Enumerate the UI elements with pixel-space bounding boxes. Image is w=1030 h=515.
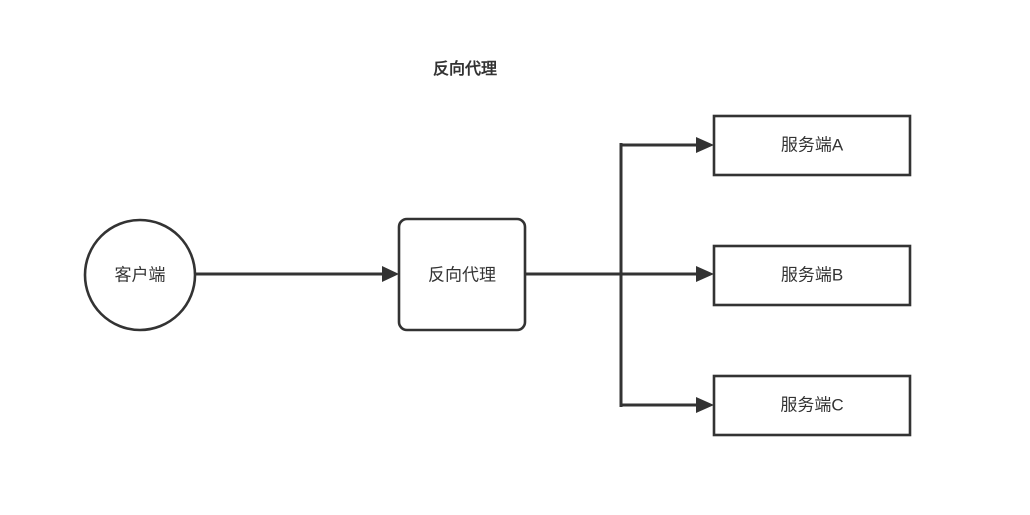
node-client[interactable]: 客户端 [83, 218, 197, 332]
arrow-head-icon-server-b [696, 266, 714, 282]
node-server-a[interactable]: 服务端A [712, 114, 912, 177]
node-server-b-shape[interactable] [712, 244, 912, 307]
edge-proxy-trunk [524, 143, 623, 407]
edge-proxy-to-server-c [620, 397, 714, 413]
node-client-shape[interactable] [83, 218, 197, 332]
node-reverse-proxy-label: 反向代理 [428, 265, 496, 284]
arrow-head-icon-server-a [696, 137, 714, 153]
node-reverse-proxy-shape[interactable] [397, 217, 527, 332]
node-server-b[interactable]: 服务端B [712, 244, 912, 307]
edge-proxy-to-server-a [620, 137, 714, 153]
node-server-c-shape[interactable] [712, 374, 912, 437]
node-server-a-label: 服务端A [781, 135, 844, 154]
node-server-b-label: 服务端B [781, 265, 843, 284]
edge-proxy-to-server-b [620, 266, 714, 282]
arrow-head-icon-server-c [696, 397, 714, 413]
node-server-c[interactable]: 服务端C [712, 374, 912, 437]
diagram-title: 反向代理 [433, 59, 497, 78]
node-server-c-label: 服务端C [780, 395, 843, 414]
arrow-head-icon-client-proxy [382, 266, 399, 282]
edge-client-to-proxy [196, 266, 399, 282]
node-reverse-proxy[interactable]: 反向代理 [397, 217, 527, 332]
node-server-a-shape[interactable] [712, 114, 912, 177]
node-client-label: 客户端 [115, 265, 166, 284]
